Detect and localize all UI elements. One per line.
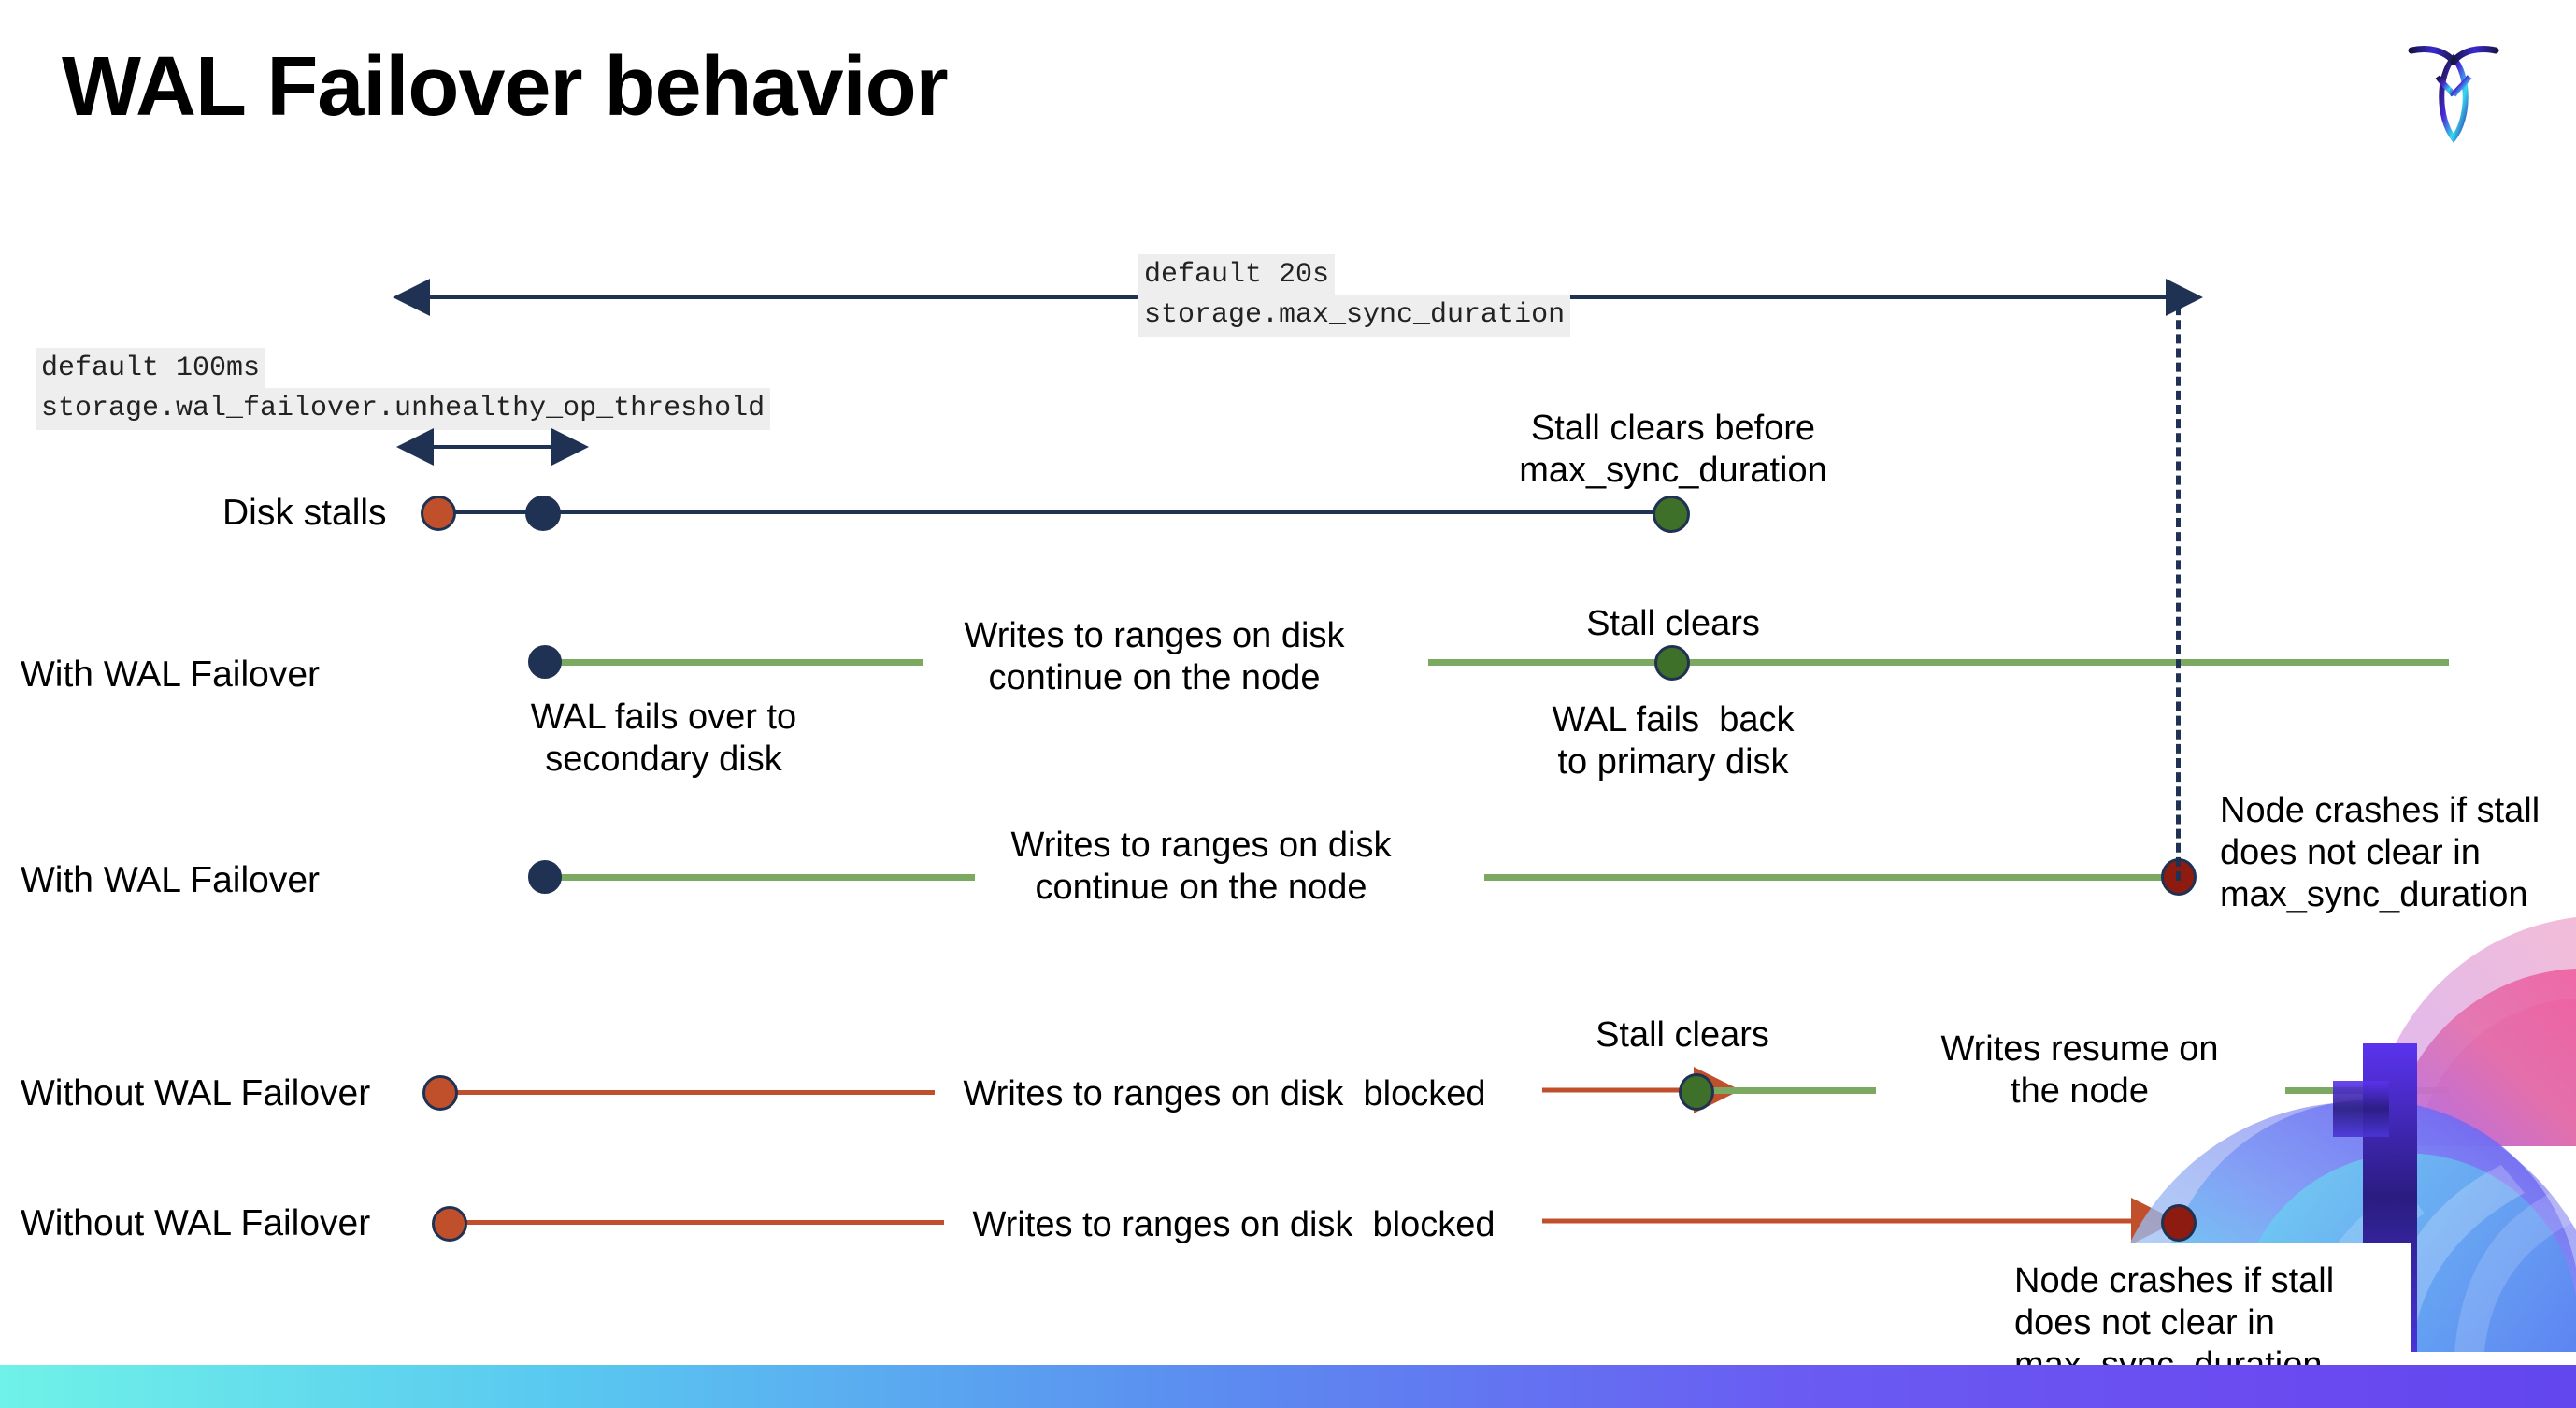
writes-resume-timeline-seg2 xyxy=(2285,1087,2449,1094)
row-label-with-wal-failover-2: With WAL Failover xyxy=(21,860,320,900)
failover-start-marker xyxy=(525,496,561,531)
failover-start-marker xyxy=(528,645,562,679)
wal-failover-timeline-seg2 xyxy=(1428,659,2449,666)
row-label-disk-stalls: Disk stalls xyxy=(222,493,387,533)
wal-failover2-timeline-seg2 xyxy=(1484,874,2178,881)
note-writes-continue-2: Writes to ranges on disk continue on the… xyxy=(1010,826,1392,907)
node-crash-marker xyxy=(2161,1204,2197,1242)
page-title: WAL Failover behavior xyxy=(62,40,949,134)
unhealthy-default-label: default 100ms xyxy=(36,348,266,390)
note-node-crashes-1: Node crashes if stall does not clear in … xyxy=(2220,791,2540,914)
stall-start-marker xyxy=(422,1075,458,1111)
stall-clear-marker xyxy=(1679,1073,1714,1111)
blocked-writes-timeline-seg1 xyxy=(449,1090,935,1095)
unhealthy-threshold-span-arrow xyxy=(396,428,589,466)
unhealthy-setting-label: storage.wal_failover.unhealthy_op_thresh… xyxy=(36,388,771,430)
note-writes-blocked-2: Writes to ranges on disk blocked xyxy=(972,1205,1496,1244)
note-writes-resume: Writes resume on the node xyxy=(1940,1029,2219,1111)
note-writes-continue-1: Writes to ranges on disk continue on the… xyxy=(964,616,1345,697)
max-sync-duration-boundary xyxy=(2176,292,2181,881)
stall-clear-marker xyxy=(1653,496,1690,533)
note-stall-clears-2: Stall clears xyxy=(1596,1015,1769,1055)
blocked-writes-arrow-2 xyxy=(1542,1198,2178,1244)
row-label-without-wal-failover-2: Without WAL Failover xyxy=(21,1203,371,1243)
stall-start-marker xyxy=(421,496,456,531)
writes-resume-timeline-seg1 xyxy=(1712,1087,1876,1094)
stall-start-marker xyxy=(432,1206,467,1242)
stall-clear-marker xyxy=(1654,645,1690,681)
cockroachdb-logo xyxy=(2402,28,2505,150)
note-wal-fails-over: WAL fails over to secondary disk xyxy=(530,697,797,779)
disk-stall-timeline xyxy=(439,510,1673,514)
max-sync-setting-label: storage.max_sync_duration xyxy=(1138,295,1571,337)
wal-failover2-timeline-seg1 xyxy=(545,874,975,881)
row-label-without-wal-failover-1: Without WAL Failover xyxy=(21,1073,371,1113)
note-stall-clears-before: Stall clears before max_sync_duration xyxy=(1519,409,1827,490)
note-wal-fails-back: WAL fails back to primary disk xyxy=(1552,700,1795,782)
wal-failover-timeline-seg1 xyxy=(545,659,923,666)
blocked-writes-timeline-seg3 xyxy=(458,1220,944,1225)
note-writes-blocked-1: Writes to ranges on disk blocked xyxy=(963,1074,1486,1113)
note-stall-clears-1: Stall clears xyxy=(1586,604,1760,643)
bottom-gradient-bar xyxy=(0,1365,2576,1408)
caption-backdrop xyxy=(1963,1243,2411,1384)
failover-start-marker xyxy=(528,860,562,894)
max-sync-default-label: default 20s xyxy=(1138,254,1336,296)
row-label-with-wal-failover-1: With WAL Failover xyxy=(21,654,320,695)
